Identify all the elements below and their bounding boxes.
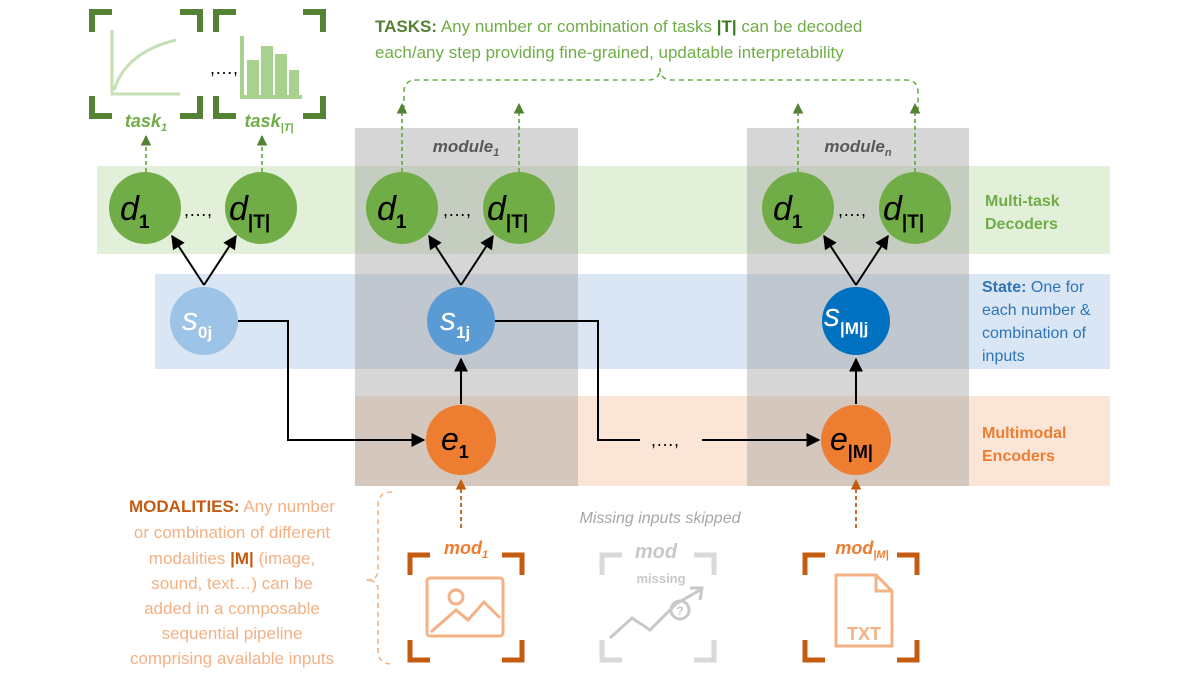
task-T-frame bbox=[213, 9, 326, 119]
encoder-M-node bbox=[821, 405, 891, 475]
encoders-side-label-2: Encoders bbox=[982, 448, 1055, 465]
trend-missing-icon bbox=[608, 586, 704, 640]
state-side-label-3: combination of bbox=[982, 325, 1087, 342]
module-n-label: modulen bbox=[824, 137, 891, 159]
decoder-1-label: d1 bbox=[773, 190, 803, 233]
decoder-T-label: d|T| bbox=[883, 190, 924, 233]
modalities-line-2: or combination of different bbox=[134, 523, 331, 542]
decoder-T-label: d|T| bbox=[487, 190, 528, 233]
input-arrows bbox=[455, 478, 862, 528]
text-file-icon bbox=[834, 573, 894, 648]
decoder-group-1 bbox=[366, 172, 555, 244]
state-side-label-2: each number & bbox=[982, 302, 1091, 319]
decoder-ellipsis: ,…, bbox=[838, 200, 866, 220]
mod-1-label: mod1 bbox=[444, 538, 488, 561]
mod-M-frame bbox=[802, 552, 920, 663]
task-T-label: task|T| bbox=[245, 111, 294, 134]
missing-frame bbox=[599, 552, 717, 663]
decoder-T-label: d|T| bbox=[229, 190, 270, 233]
decoder-1-label: d1 bbox=[120, 190, 150, 233]
decoder-group-n bbox=[762, 172, 951, 244]
encoder-1-node bbox=[426, 405, 496, 475]
question-mark: ? bbox=[676, 604, 683, 618]
module-1-label: module1 bbox=[433, 137, 500, 159]
missing-word: missing bbox=[636, 571, 685, 586]
state-side-label-4: inputs bbox=[982, 348, 1025, 365]
tasks-line-2: each/any step providing fine-grained, up… bbox=[375, 43, 844, 62]
decoder-1-node bbox=[109, 172, 181, 244]
decoders-side-label-1: Multi-task bbox=[985, 193, 1060, 210]
modalities-line-1: MODALITIES: Any number bbox=[129, 497, 335, 516]
modalities-line-5: added in a composable bbox=[144, 599, 320, 618]
decoders-side-label-2: Decoders bbox=[985, 216, 1058, 233]
state-side-label-1: State: One for bbox=[982, 279, 1085, 296]
state-0-label: s0j bbox=[182, 301, 212, 342]
decoder-T-node bbox=[483, 172, 555, 244]
encoder-ellipsis: ,…, bbox=[651, 430, 679, 450]
image-icon bbox=[425, 576, 505, 638]
task-1-frame bbox=[89, 9, 203, 119]
mod-M-label: mod|M| bbox=[835, 538, 888, 561]
state-band bbox=[155, 274, 1110, 369]
decoder-1-label: d1 bbox=[377, 190, 407, 233]
missing-caption: Missing inputs skipped bbox=[580, 510, 742, 527]
decoder-T-node bbox=[225, 172, 297, 244]
tasks-line-1: TASKS: Any number or combination of task… bbox=[375, 17, 862, 36]
decoder-group-0 bbox=[109, 172, 297, 244]
modalities-line-4: sound, text…) can be bbox=[151, 574, 313, 593]
decoder-T-node bbox=[879, 172, 951, 244]
bar-chart-icon bbox=[240, 36, 302, 99]
state-1-label: s1j bbox=[440, 301, 470, 342]
encoders-side-label-1: Multimodal bbox=[982, 425, 1066, 442]
flow-arrows bbox=[171, 234, 889, 447]
encoder-1-label: e1 bbox=[441, 421, 469, 462]
encoder-M-label: e|M| bbox=[830, 421, 873, 462]
state-1-node bbox=[427, 287, 495, 355]
task-arrows bbox=[140, 102, 921, 172]
task-separator: ,…, bbox=[210, 58, 238, 78]
tasks-bracket bbox=[403, 67, 919, 110]
modalities-line-7: comprising available inputs bbox=[130, 649, 334, 668]
task-1-label: task1 bbox=[125, 111, 167, 134]
modalities-line-3: modalities |M| (image, bbox=[149, 549, 315, 568]
state-M-label: s|M|j bbox=[824, 297, 868, 338]
decoder-ellipsis: ,…, bbox=[443, 200, 471, 220]
txt-label: TXT bbox=[847, 624, 881, 644]
decoder-1-node bbox=[366, 172, 438, 244]
line-chart-icon bbox=[110, 30, 180, 96]
decoder-ellipsis: ,…, bbox=[184, 200, 212, 220]
mod-1-frame bbox=[407, 552, 525, 663]
modalities-brace bbox=[365, 491, 393, 665]
modalities-line-6: sequential pipeline bbox=[162, 624, 303, 643]
state-M-node bbox=[822, 287, 890, 355]
decoder-1-node bbox=[762, 172, 834, 244]
missing-mod-label: mod bbox=[635, 541, 678, 563]
state-0-node bbox=[170, 287, 238, 355]
